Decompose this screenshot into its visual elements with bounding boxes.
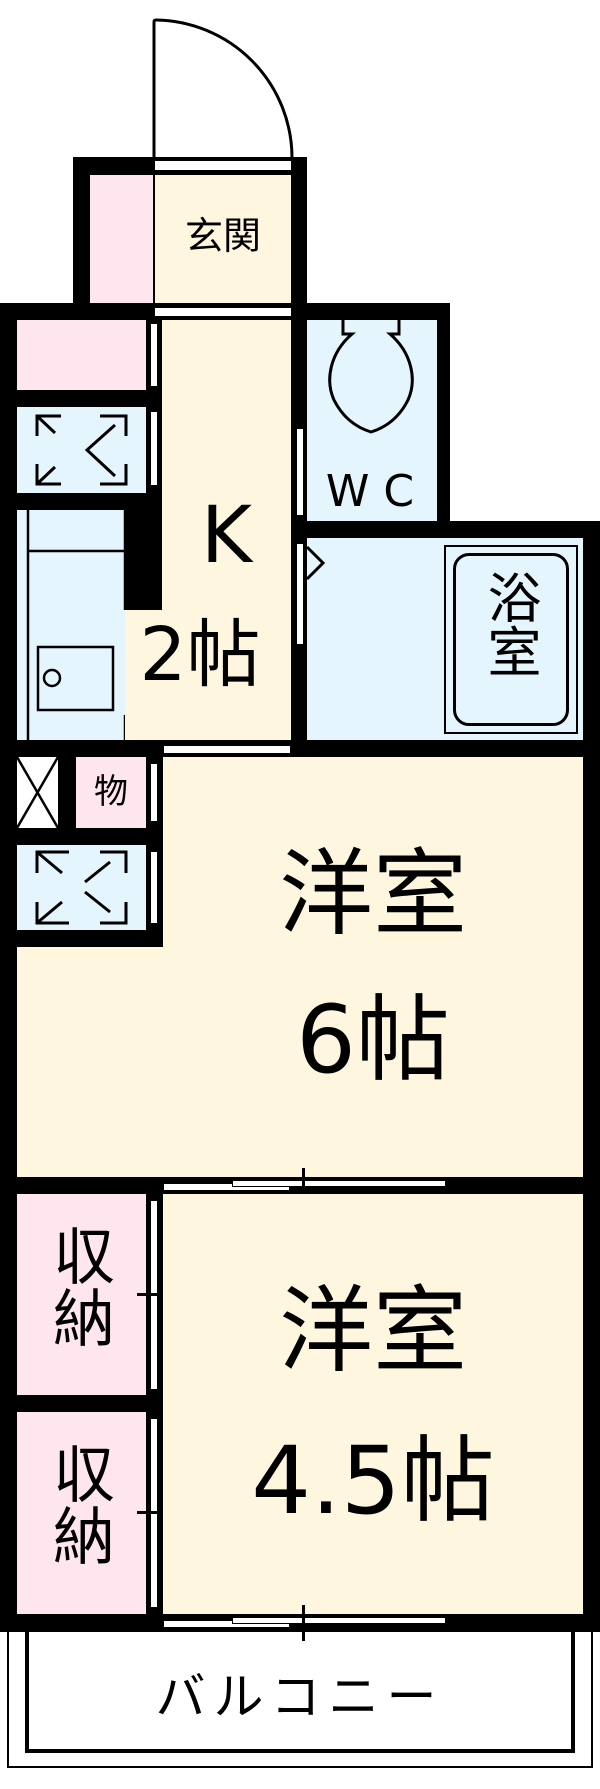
bathroom-label: 浴室 bbox=[478, 570, 541, 678]
washer-space-icon bbox=[35, 414, 128, 486]
door-swing-icon bbox=[152, 18, 294, 159]
storage-small-label: 物 bbox=[94, 772, 128, 812]
western-room-4-5 bbox=[163, 1194, 583, 1614]
kitchen-label-size: 2帖 bbox=[139, 612, 261, 698]
western-room-4-5-label: 洋室 bbox=[278, 1277, 467, 1386]
ac-space-door[interactable] bbox=[150, 851, 158, 924]
bathroom-door-icon bbox=[305, 545, 326, 581]
pipe-space bbox=[15, 756, 60, 829]
western-room-6-label: 洋室 bbox=[278, 840, 467, 949]
western-room-4-5-size: 4.5帖 bbox=[251, 1427, 495, 1536]
washer-space bbox=[17, 407, 146, 493]
kitchen-room bbox=[162, 320, 291, 740]
entrance-room: 玄関 bbox=[155, 175, 291, 303]
closet-2-door-tick bbox=[137, 1511, 172, 1514]
balcony-door-tick bbox=[302, 1605, 305, 1641]
washer-door[interactable] bbox=[150, 411, 158, 486]
toilet-door[interactable] bbox=[296, 428, 304, 516]
entrance-label: 玄関 bbox=[184, 214, 261, 258]
pipe-space-icon bbox=[15, 756, 60, 829]
entrance-door-threshold[interactable] bbox=[154, 160, 292, 171]
balcony-sliding-door-a[interactable] bbox=[163, 1620, 290, 1628]
storage-upper bbox=[17, 320, 146, 390]
sliding-door-tick bbox=[302, 1168, 305, 1202]
closet-1-door-tick bbox=[137, 1293, 172, 1296]
bedroom-sliding-door-b[interactable] bbox=[232, 1180, 446, 1187]
storage-upper-door[interactable] bbox=[150, 323, 158, 387]
storage-small: 物 bbox=[76, 757, 146, 828]
closet-1-label: 収納 bbox=[42, 1224, 115, 1348]
balcony-outer bbox=[7, 1628, 593, 1768]
ac-space bbox=[17, 845, 146, 930]
closet-1: 収納 bbox=[17, 1194, 146, 1395]
bedroom-sliding-door-a[interactable] bbox=[163, 1183, 290, 1191]
closet-2-label: 収納 bbox=[42, 1442, 115, 1566]
western-room-6-upper bbox=[163, 757, 583, 957]
storage-small-door[interactable] bbox=[150, 763, 158, 822]
shoe-storage bbox=[90, 175, 153, 303]
kitchen-room-ext bbox=[125, 610, 165, 740]
closet-2: 収納 bbox=[17, 1412, 146, 1614]
air-conditioner-icon bbox=[35, 850, 128, 925]
bathtub-inner: 浴室 bbox=[453, 553, 569, 726]
bathroom: 浴室 bbox=[305, 538, 583, 740]
kitchen-counter bbox=[17, 510, 127, 740]
sink-icon bbox=[26, 510, 127, 740]
toilet-label: WC bbox=[325, 466, 429, 517]
balcony-sliding-door-b[interactable] bbox=[232, 1617, 446, 1624]
entrance-inner-threshold bbox=[154, 307, 292, 317]
toilet-icon bbox=[328, 320, 414, 434]
kitchen-label-letter: K bbox=[200, 491, 253, 581]
bathroom-door[interactable] bbox=[296, 543, 304, 645]
toilet-room: WC bbox=[307, 320, 437, 521]
kitchen-bedroom-door[interactable] bbox=[163, 745, 291, 754]
balcony-label: バルコニー bbox=[155, 1668, 445, 1726]
western-room-6 bbox=[17, 947, 583, 1177]
western-room-6-size: 6帖 bbox=[296, 986, 450, 1095]
balcony: バルコニー bbox=[25, 1628, 575, 1753]
bathtub-icon: 浴室 bbox=[444, 545, 578, 734]
